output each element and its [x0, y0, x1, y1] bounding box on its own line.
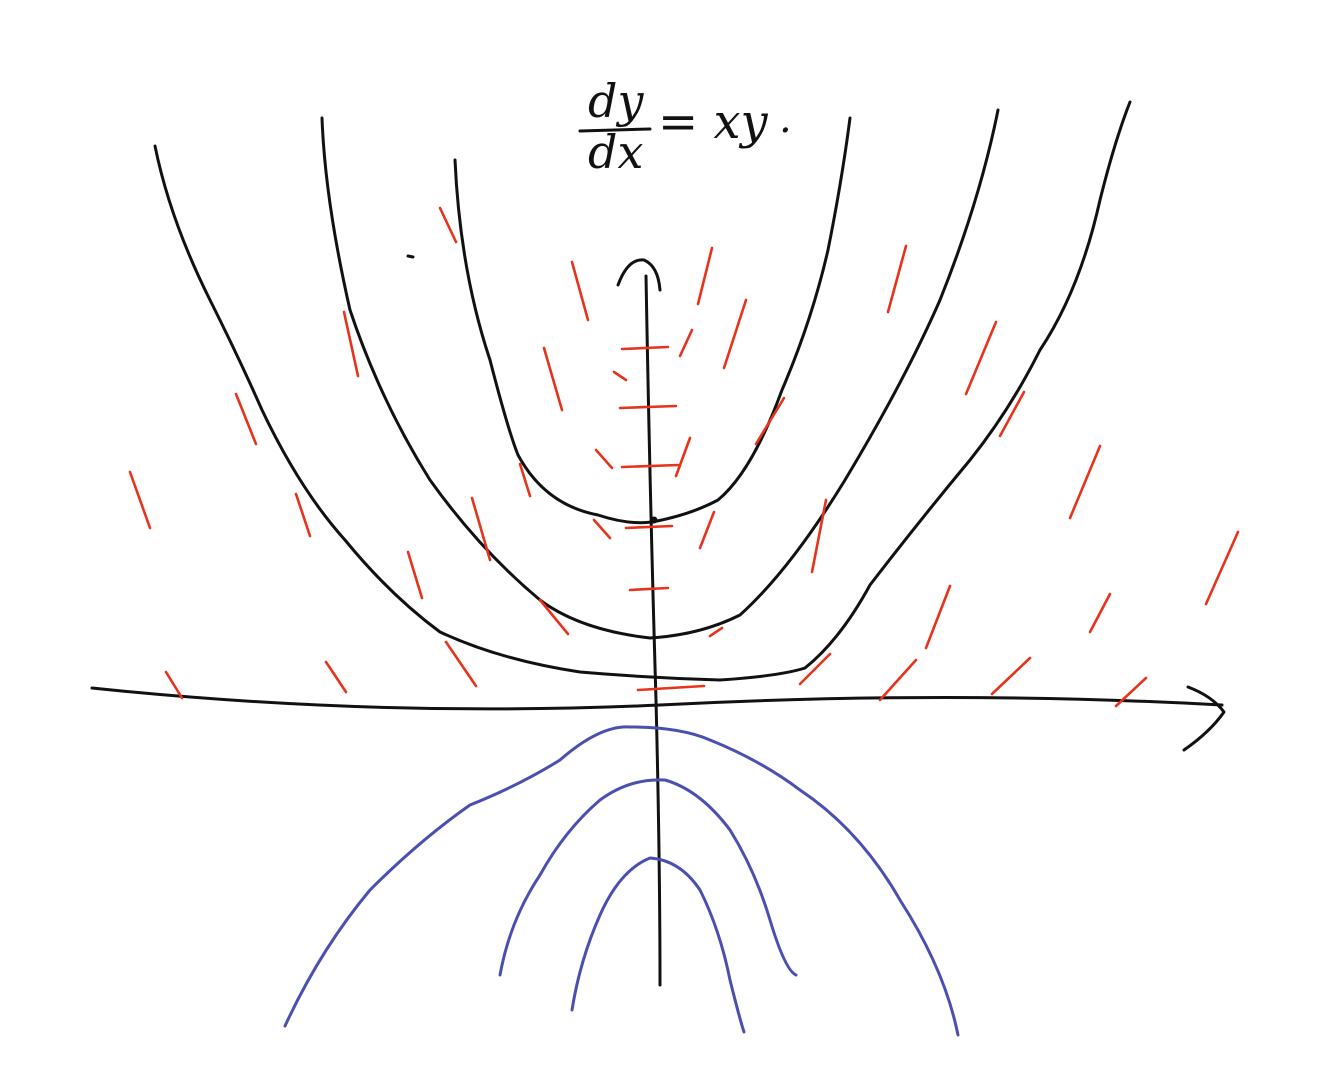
slope-mark [128, 470, 152, 530]
slope-mark [618, 404, 678, 410]
slope-mark [570, 260, 590, 322]
equation-numerator: dy [588, 74, 644, 128]
slope-mark [444, 640, 478, 688]
slope-mark [164, 670, 184, 700]
solution-curve [283, 725, 960, 1037]
slope-mark [698, 510, 716, 550]
slope-mark [518, 462, 532, 498]
slope-mark [1088, 592, 1112, 634]
slope-mark [1204, 530, 1240, 606]
equation-terminator: . [779, 96, 792, 142]
slope-mark [674, 436, 692, 478]
slope-mark [294, 492, 312, 538]
equation-rhs: = xy [658, 94, 769, 150]
y-axis [644, 274, 662, 987]
slope-mark [886, 244, 908, 314]
equation: dy dx = xy . [578, 74, 792, 179]
slope-mark [624, 524, 674, 530]
slope-mark [620, 345, 670, 351]
slope-mark [798, 652, 832, 686]
solution-curve [320, 108, 1000, 640]
x-axis-arrowhead [1182, 685, 1226, 752]
slope-mark [722, 298, 748, 370]
slope-mark [678, 328, 694, 358]
slope-mark [1068, 444, 1102, 520]
slope-mark [628, 586, 670, 592]
solution-curves-above [153, 100, 1132, 682]
solution-curve [570, 856, 746, 1034]
initial-point [650, 516, 658, 524]
slope-mark [538, 598, 570, 636]
slope-mark [620, 463, 680, 469]
slope-mark [594, 448, 614, 470]
slope-mark [998, 390, 1026, 438]
slope-mark [612, 370, 628, 382]
x-axis [90, 686, 1224, 711]
slope-mark [406, 550, 424, 600]
slope-mark [990, 656, 1032, 696]
slope-mark [696, 246, 714, 306]
slope-mark [754, 396, 786, 446]
slope-mark [542, 346, 564, 412]
slope-mark [810, 498, 828, 574]
y-axis-arrowhead [616, 258, 662, 292]
solution-curves-below [283, 725, 960, 1037]
slope-mark [964, 320, 998, 396]
slope-mark [592, 518, 612, 540]
slope-mark [636, 684, 706, 692]
equation-denominator: dx [588, 125, 643, 179]
slope-mark [924, 584, 952, 650]
slope-mark [470, 496, 492, 562]
slope-mark [342, 310, 360, 378]
axes [90, 258, 1226, 987]
slope-mark [234, 392, 258, 446]
slope-mark [438, 206, 458, 244]
slope-mark [878, 658, 918, 702]
solution-curve [453, 116, 852, 525]
solution-curve [153, 100, 1132, 682]
slope-mark [324, 660, 348, 694]
solution-curve [498, 778, 798, 977]
slope-field [128, 206, 1240, 708]
slope-mark [1114, 676, 1148, 708]
fraction-bar [578, 127, 652, 133]
slope-mark [708, 626, 724, 638]
stray-mark [406, 254, 415, 259]
